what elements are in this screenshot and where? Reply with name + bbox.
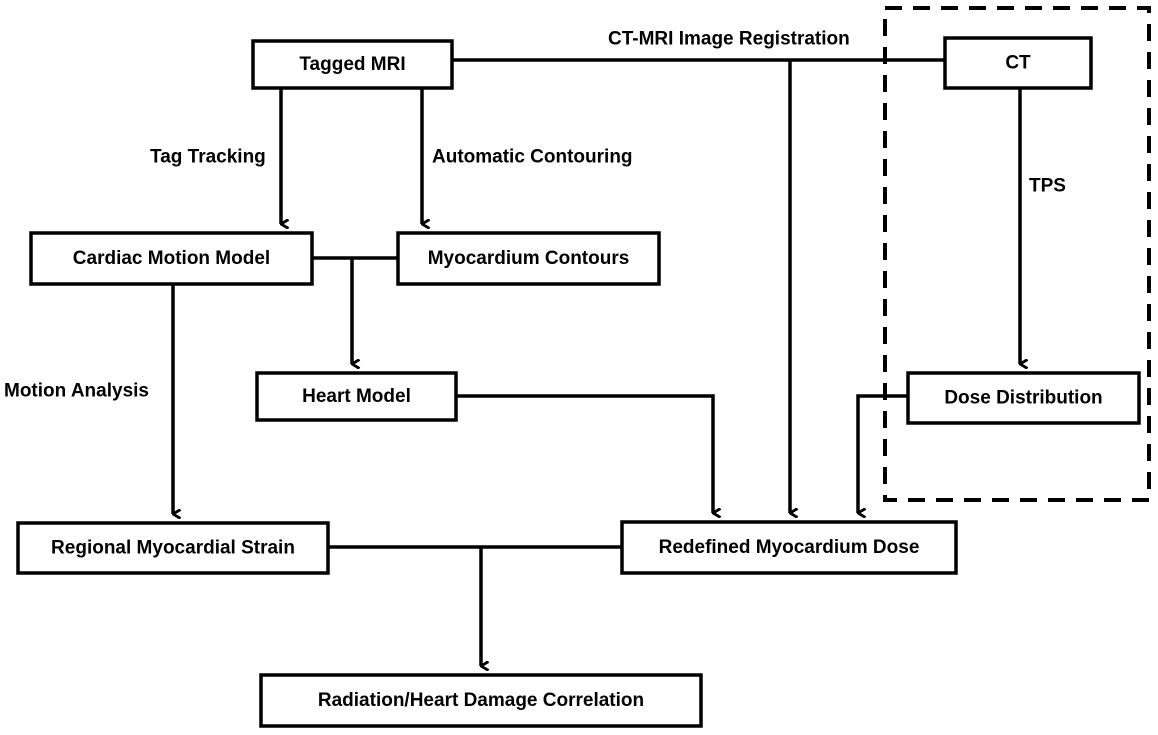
node-ct-label: CT (1005, 53, 1031, 74)
ct-planning-region (883, 6, 1151, 502)
node-heart-model-label: Heart Model (302, 386, 411, 407)
edge-label-tag-tracking: Tag Tracking (150, 147, 266, 168)
node-heart-model: Heart Model (255, 371, 458, 422)
arrow-heart-model-to-dose (456, 394, 713, 513)
node-tagged-mri: Tagged MRI (251, 39, 454, 90)
edge-label-ct-mri-registration: CT-MRI Image Registration (608, 29, 850, 50)
node-regional-myocardial-strain: Regional Myocardial Strain (16, 521, 330, 575)
arrow-dose-distribution-to-dose (856, 394, 908, 513)
node-regional-myocardial-strain-label: Regional Myocardial Strain (51, 538, 295, 559)
node-ct: CT (943, 36, 1093, 90)
connectors (171, 58, 1020, 666)
edge-label-motion-analysis: Motion Analysis (4, 381, 149, 402)
node-cardiac-motion-model: Cardiac Motion Model (29, 231, 314, 286)
node-tagged-mri-label: Tagged MRI (299, 54, 405, 75)
node-myocardium-contours-label: Myocardium Contours (428, 248, 630, 269)
node-radiation-heart-damage-correlation-label: Radiation/Heart Damage Correlation (318, 690, 644, 711)
node-redefined-myocardium-dose: Redefined Myocardium Dose (620, 520, 958, 575)
edge-label-automatic-contouring: Automatic Contouring (432, 147, 633, 168)
edge-label-tps: TPS (1029, 176, 1066, 197)
node-redefined-myocardium-dose-label: Redefined Myocardium Dose (659, 537, 920, 558)
node-cardiac-motion-model-label: Cardiac Motion Model (73, 248, 270, 269)
node-myocardium-contours: Myocardium Contours (396, 231, 661, 286)
node-radiation-heart-damage-correlation: Radiation/Heart Damage Correlation (259, 673, 703, 728)
node-dose-distribution-label: Dose Distribution (944, 388, 1102, 409)
node-dose-distribution: Dose Distribution (906, 371, 1141, 425)
